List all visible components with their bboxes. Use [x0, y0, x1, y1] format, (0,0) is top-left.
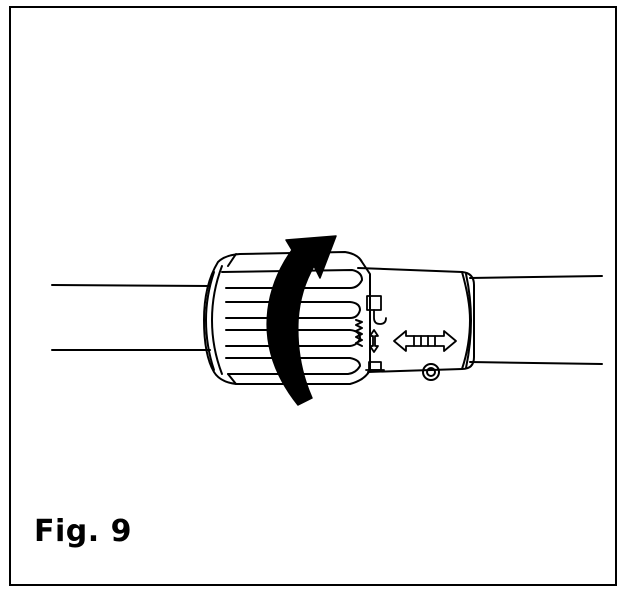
figure-caption: Fig. 9: [34, 514, 132, 549]
double-arrow-icon: [393, 330, 457, 352]
figure-frame: [9, 6, 617, 586]
curved-arrow-icon: [266, 235, 337, 406]
sleeve: [357, 267, 475, 373]
lock-button: [422, 363, 440, 381]
lock-open-icon: [365, 295, 387, 371]
left-pole: [51, 284, 211, 351]
right-pole: [469, 275, 603, 365]
